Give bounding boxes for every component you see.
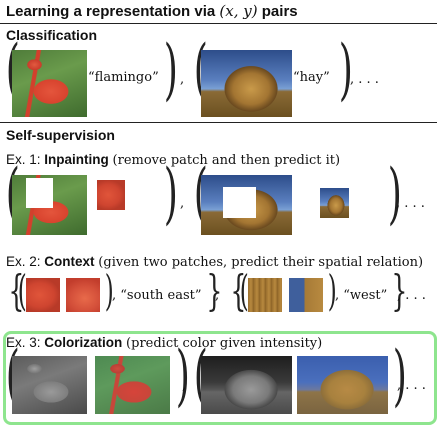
ex2-caption: Ex. 2: Context (given two patches, predi… [6, 254, 423, 270]
ex3-note: (predict color given intensity) [126, 336, 323, 351]
inpaint-flamingo-image [12, 175, 87, 235]
context-flamingo-patch-b [66, 278, 100, 312]
context-flamingo-patch-a [26, 278, 60, 312]
grayscale-flamingo-image [12, 356, 87, 414]
grayscale-hay-image [201, 356, 292, 414]
comma: , [215, 288, 220, 303]
title-suffix: pairs [261, 3, 298, 20]
colorized-hay-image [297, 356, 388, 414]
comma: , [182, 378, 187, 393]
removed-patch [223, 187, 256, 218]
ex1-prefix: Ex. 1: [6, 152, 41, 167]
label-hay: “hay” [293, 70, 330, 85]
hay-image [201, 50, 292, 117]
classification-heading: Classification [6, 27, 98, 43]
label-west-text: “west” [343, 288, 388, 303]
ex2-prefix: Ex. 2: [6, 254, 41, 269]
paren-close: ) [392, 337, 407, 414]
label-flamingo: “flamingo” [88, 70, 159, 85]
page-title: Learning a representation via (x, y) pai… [6, 2, 298, 20]
brace-close: } [391, 266, 408, 315]
self-supervision-heading: Self-supervision [6, 127, 115, 143]
colorized-flamingo-image [95, 356, 170, 414]
paren-open: ( [17, 266, 27, 315]
flamingo-image [12, 50, 87, 117]
comma: , [180, 196, 185, 211]
title-prefix: Learning a representation via [6, 3, 216, 20]
comma: , [180, 72, 185, 87]
label-west: , “west” [335, 288, 388, 303]
paren-close: ) [387, 155, 402, 232]
paren-close: ) [327, 266, 337, 315]
ellipsis: , . . . [350, 72, 379, 87]
ellipsis: , . . . [397, 378, 426, 393]
section-rule [0, 122, 437, 123]
ex1-name: Inpainting [44, 152, 109, 167]
context-hay-patch-b [289, 278, 323, 312]
ex2-note: (given two patches, predict their spatia… [98, 255, 424, 270]
ex1-caption: Ex. 1: Inpainting (remove patch and then… [6, 152, 340, 168]
label-south-east-text: “south east” [120, 288, 202, 303]
ex1-note: (remove patch and then predict it) [112, 153, 341, 168]
ex3-name: Colorization [44, 335, 123, 350]
title-rule [0, 23, 437, 24]
removed-patch [26, 178, 53, 208]
paren-close: ) [104, 266, 114, 315]
ex2-name: Context [44, 254, 95, 269]
paren-close: ) [163, 31, 178, 108]
brace-close: } [206, 266, 223, 315]
ex3-caption: Ex. 3: Colorization (predict color given… [6, 335, 322, 351]
paren-open: ( [239, 266, 249, 315]
flamingo-patch-image [97, 180, 125, 210]
paren-close: ) [163, 155, 178, 232]
brace-open: { [8, 266, 25, 315]
title-math: (x, y) [219, 2, 258, 20]
ellipsis: , . . . [397, 288, 426, 303]
ex3-prefix: Ex. 3: [6, 335, 41, 350]
paren-close: ) [175, 337, 190, 414]
label-south-east: , “south east” [112, 288, 202, 303]
hay-patch-image [320, 188, 349, 218]
brace-open: { [230, 266, 247, 315]
ellipsis: , . . . [396, 196, 425, 211]
inpaint-hay-image [201, 175, 292, 235]
context-hay-patch-a [248, 278, 282, 312]
paren-close: ) [338, 31, 353, 108]
